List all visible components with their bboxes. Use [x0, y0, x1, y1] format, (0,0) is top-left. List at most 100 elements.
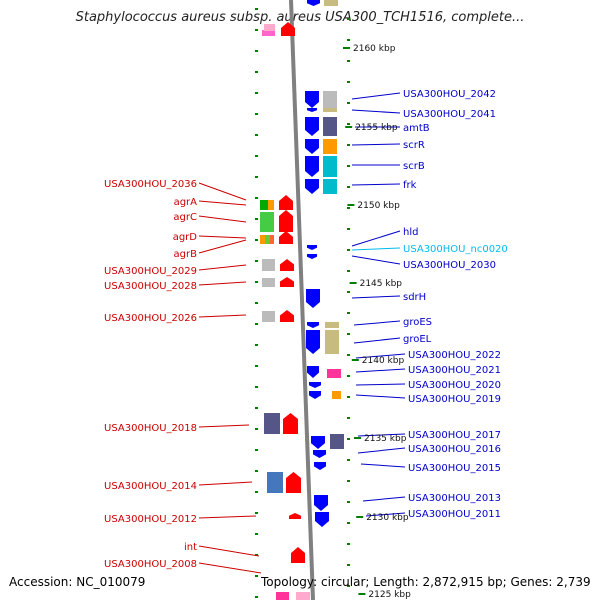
minus-strand-gene-arrow — [307, 322, 319, 328]
gene-block — [330, 434, 344, 449]
right-gene-label: USA300HOU_2021 — [408, 365, 501, 376]
tick-mark — [255, 50, 258, 52]
gene-block — [260, 235, 265, 244]
tick-mark — [255, 260, 258, 262]
tick-mark — [347, 501, 350, 503]
tick-mark — [255, 554, 258, 556]
tick-mark — [347, 585, 350, 587]
left-gene-label: USA300HOU_2028 — [104, 281, 197, 292]
left-gene-label: agrC — [173, 212, 197, 223]
right-gene-label: USA300HOU_2016 — [408, 444, 501, 455]
leader-line — [198, 281, 247, 286]
left-gene-label: agrA — [174, 197, 198, 208]
tick-mark — [255, 428, 258, 430]
kbp-scale-label: 2125 kbp — [368, 590, 411, 600]
plus-strand-gene-arrow — [281, 22, 295, 36]
minus-strand-gene-arrow — [305, 139, 319, 154]
minus-strand-gene-arrow — [307, 245, 317, 250]
gene-features — [260, 0, 344, 600]
tick-mark — [347, 39, 350, 41]
backbone-line — [289, 0, 315, 600]
left-gene-label: USA300HOU_2029 — [104, 266, 197, 277]
scale-tick — [354, 437, 361, 439]
gene-block — [323, 179, 337, 194]
minus-strand-gene-arrow — [305, 156, 319, 177]
tick-mark — [347, 81, 350, 83]
tick-mark — [347, 186, 350, 188]
tick-mark — [255, 386, 258, 388]
leader-line — [198, 424, 250, 428]
minus-strand-gene-arrow — [307, 108, 317, 112]
leader-line — [198, 200, 247, 206]
plus-strand-gene-arrow — [289, 513, 301, 519]
left-gene-label: USA300HOU_2018 — [104, 423, 197, 434]
tick-mark — [347, 165, 350, 167]
right-gene-label: USA300HOU_2022 — [408, 350, 501, 361]
tick-mark — [347, 480, 350, 482]
accession-label: Accession: NC_010079 — [9, 575, 146, 589]
tick-mark — [347, 438, 350, 440]
kbp-scale-label: 2140 kbp — [362, 356, 405, 366]
gene-block — [323, 91, 337, 108]
left-gene-label: int — [184, 542, 197, 553]
minus-strand-gene-arrow — [305, 179, 319, 194]
gene-block — [270, 235, 274, 244]
gene-block — [327, 369, 341, 378]
tick-mark — [347, 123, 350, 125]
right-gene-label: USA300HOU_2015 — [408, 463, 501, 474]
gene-block — [325, 330, 339, 354]
gene-block — [332, 391, 341, 399]
tick-mark — [255, 281, 258, 283]
tick-mark — [255, 575, 258, 577]
left-gene-label: USA300HOU_2036 — [104, 179, 197, 190]
gene-block — [276, 592, 289, 600]
gene-block — [260, 200, 268, 210]
leader-line — [355, 368, 406, 373]
minus-strand-gene-arrow — [307, 254, 317, 259]
tick-mark — [255, 155, 258, 157]
kbp-scale-label: 2130 kbp — [366, 513, 409, 523]
tick-mark — [347, 396, 350, 398]
kbp-scale-label: 2150 kbp — [357, 201, 400, 211]
tick-mark — [255, 8, 258, 10]
tick-mark — [255, 344, 258, 346]
leader-line — [351, 183, 401, 186]
genome-backbone — [289, 0, 315, 600]
gene-block — [264, 24, 275, 31]
minus-strand-gene-arrow — [314, 495, 328, 511]
kbp-scale-label: 2135 kbp — [364, 434, 407, 444]
leader-line — [198, 264, 247, 271]
tick-mark — [255, 197, 258, 199]
tick-mark — [347, 459, 350, 461]
tick-mark — [255, 71, 258, 73]
right-gene-label: groEL — [403, 334, 432, 345]
minus-strand-gene-arrow — [306, 330, 320, 354]
leader-line — [351, 230, 401, 247]
leader-line — [357, 433, 406, 437]
tick-mark — [347, 249, 350, 251]
tick-mark — [255, 92, 258, 94]
tick-mark — [255, 491, 258, 493]
tick-mark — [255, 596, 258, 598]
minus-strand-gene-arrow — [315, 512, 329, 527]
plus-strand-gene-arrow — [279, 210, 293, 232]
right-gene-label: USA300HOU_2020 — [408, 380, 501, 391]
leader-line — [198, 515, 257, 519]
tick-mark — [347, 18, 350, 20]
topology-label: Topology: circular; Length: 2,872,915 bp… — [261, 575, 591, 589]
gene-block — [262, 30, 275, 36]
leader-line — [198, 314, 247, 318]
scale-tick — [347, 204, 355, 206]
tick-mark — [255, 302, 258, 304]
tick-mark — [347, 291, 350, 293]
right-gene-label: scrR — [403, 140, 425, 151]
tick-mark — [255, 449, 258, 451]
gene-block — [264, 413, 280, 434]
kbp-scale-label: 2160 kbp — [353, 44, 396, 54]
gene-block — [262, 259, 275, 271]
leader-line — [351, 109, 401, 114]
tick-marks — [255, 8, 350, 598]
gene-block — [260, 212, 274, 232]
left-gene-label: USA300HOU_2014 — [104, 481, 197, 492]
